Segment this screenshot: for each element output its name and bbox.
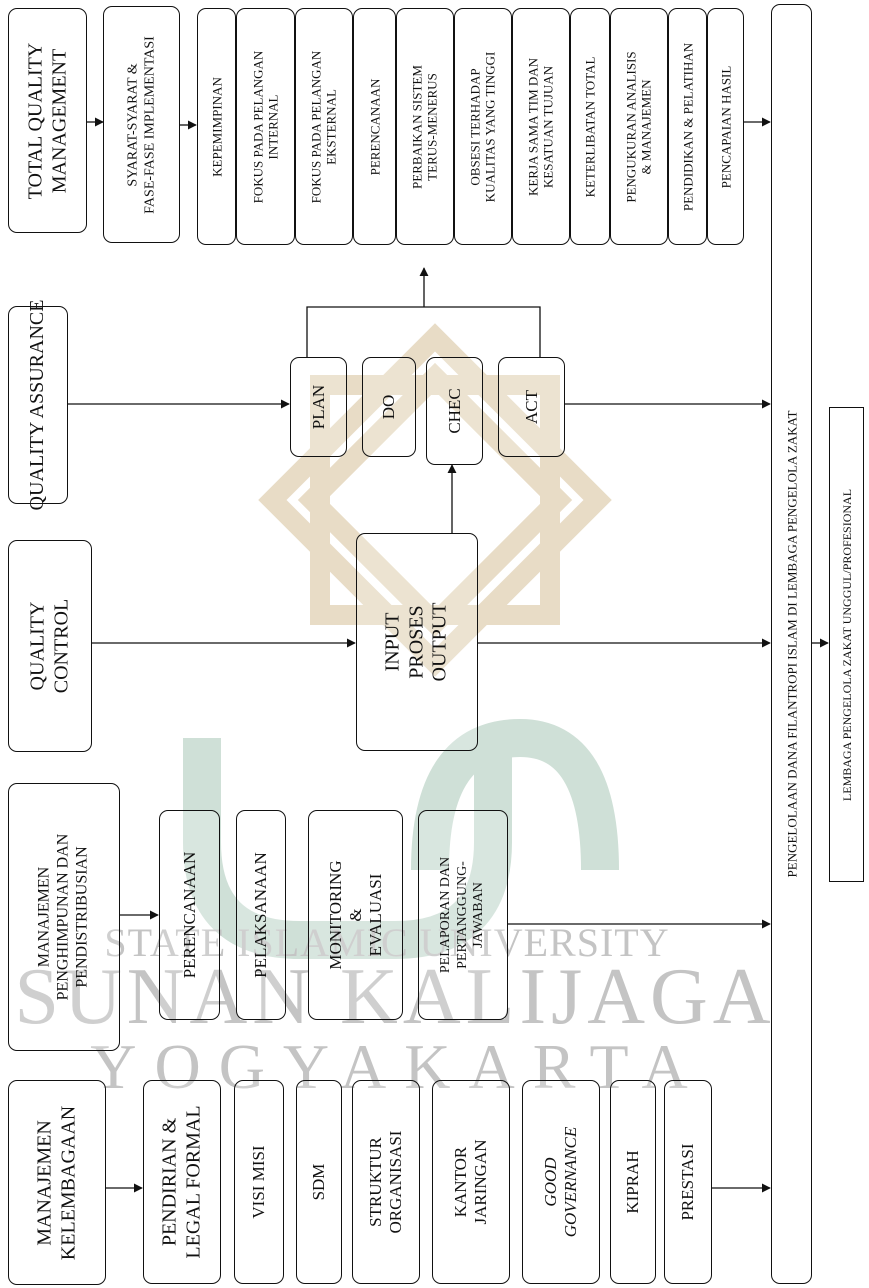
pdca-label: CHEC [444,388,464,433]
header-quality-control: QUALITY CONTROL [8,540,92,752]
mpd-item-label: MONITORING & EVALUASI [325,860,385,969]
mk-item-label: PENDIRIAN & LEGAL FORMAL [158,1105,205,1258]
header-qa-label: QUALITY ASSURANCE [26,300,50,511]
mpd-item-perencanaan: PERENCANAAN [159,810,220,1020]
pdca-label: PLAN [308,385,328,429]
tqm-item: PERBAIKAN SISTEM TERUS-MENERUS [396,8,454,245]
mk-item-pendirian: PENDIRIAN & LEGAL FORMAL [143,1080,221,1284]
ipo-label: INPUT PROSES OUTPUT [382,603,453,682]
header-total-quality-management: TOTAL QUALITY MANAGEMENT [8,8,87,233]
tqm-item: PENDIDIKAN & PELATIHAN [668,8,707,245]
tqm-item-label: KETERLIBATAN TOTAL [582,56,597,197]
header-mpd-label: MANAJEMEN PENGHIMPUNAN DAN PENDISTRIBUSI… [36,834,93,1001]
mk-item-sdm: SDM [296,1080,342,1284]
mk-item-kiprah: KIPRAH [610,1080,656,1284]
mpd-item-label: PERENCANAAN [179,852,199,979]
mpd-item-label: PELAPORAN DAN PERTANGGUNG- JAWABAN [438,857,488,973]
tqm-item-label: OBSESI TERHADAP KUALITAS YANG TINGGI [468,51,499,202]
pdca-label: DO [379,395,399,420]
header-quality-assurance: QUALITY ASSURANCE [8,306,68,504]
tqm-item: PENGUKURAN ANALISIS & MANAJEMEN [610,8,668,245]
pengelolaan-bar: PENGELOLAAN DANA FILANTROPI ISLAM DI LEM… [771,4,812,1284]
mpd-item-label: PELAKSANAAN [251,852,271,978]
tqm-item-label: PENCAPAIAN HASIL [718,65,733,188]
tqm-item-label: PENGUKURAN ANALISIS & MANAJEMEN [624,51,655,202]
mk-item-good-governance: GOOD GOVERNANCE [522,1080,600,1284]
bracket-pdca [307,307,540,357]
mk-item-prestasi: PRESTASI [664,1080,712,1284]
lembaga-label: LEMBAGA PENGELOLA ZAKAT UNGGUL/PROFESION… [839,488,853,800]
lembaga-box: LEMBAGA PENGELOLA ZAKAT UNGGUL/PROFESION… [829,407,864,882]
mk-item-label: KIPRAH [623,1150,643,1213]
tqm-item: FOKUS PADA PELANGAN INTERNAL [236,8,295,245]
header-mk-label: MANAJEMEN KELEMBAGAAN [33,1105,80,1259]
pdca-chec: CHEC [426,357,483,465]
pdca-plan: PLAN [290,357,347,457]
tqm-item-label: KERJA SAMA TIM DAN KESATUAN TUJUAN [526,57,557,195]
tqm-item-label: PENDIDIKAN & PELATIHAN [680,42,695,210]
tqm-item-label: KEPEMIMPINAN [209,77,224,177]
pdca-do: DO [362,357,416,457]
input-proses-output-box: INPUT PROSES OUTPUT [356,533,478,751]
pdca-act: ACT [498,357,565,457]
tqm-item-label: PERBAIKAN SISTEM TERUS-MENERUS [410,65,441,189]
mk-item-kantor: KANTOR JARINGAN [432,1080,510,1284]
tqm-item: FOKUS PADA PELANGAN EKSTERNAL [295,8,353,245]
tqm-item-label: FOKUS PADA PELANGAN EKSTERNAL [309,50,340,203]
pdca-label: ACT [521,390,541,424]
mk-item-label: SDM [309,1164,329,1201]
pengelolaan-label: PENGELOLAAN DANA FILANTROPI ISLAM DI LEM… [784,411,799,878]
mk-item-label: GOOD GOVERNANCE [541,1127,581,1238]
mk-item-struktur: STRUKTUR ORGANISASI [352,1080,420,1284]
mpd-item-pelaksanaan: PELAKSANAAN [236,810,286,1020]
header-manajemen-penghimpunan: MANAJEMEN PENGHIMPUNAN DAN PENDISTRIBUSI… [8,783,120,1051]
mk-item-visi-misi: VISI MISI [234,1080,284,1284]
tqm-item-label: FOKUS PADA PELANGAN INTERNAL [250,50,281,203]
mk-item-label: PRESTASI [678,1143,698,1220]
tqm-item: KEPEMIMPINAN [197,8,236,245]
mk-item-label: KANTOR JARINGAN [451,1140,491,1225]
tqm-item: KERJA SAMA TIM DAN KESATUAN TUJUAN [512,8,570,245]
tqm-item: PERENCANAAN [353,8,396,245]
tqm-item: PENCAPAIAN HASIL [707,8,744,245]
tqm-item-label: PERENCANAAN [367,78,382,175]
header-tqm-label: TOTAL QUALITY MANAGEMENT [24,42,71,199]
mk-item-label: STRUKTUR ORGANISASI [366,1131,406,1234]
header-manajemen-kelembagaan: MANAJEMEN KELEMBAGAAN [8,1080,106,1285]
syarat-label: SYARAT-SYARAT & FASE-FASE IMPLEMENTASI [125,36,158,214]
mpd-item-monitoring: MONITORING & EVALUASI [308,810,403,1020]
header-qc-label: QUALITY CONTROL [26,599,73,693]
tqm-item: KETERLIBATAN TOTAL [570,8,610,245]
tqm-item: OBSESI TERHADAP KUALITAS YANG TINGGI [454,8,512,245]
syarat-box: SYARAT-SYARAT & FASE-FASE IMPLEMENTASI [103,6,180,243]
mpd-item-pelaporan: PELAPORAN DAN PERTANGGUNG- JAWABAN [418,810,508,1020]
mk-item-label: VISI MISI [249,1145,269,1218]
